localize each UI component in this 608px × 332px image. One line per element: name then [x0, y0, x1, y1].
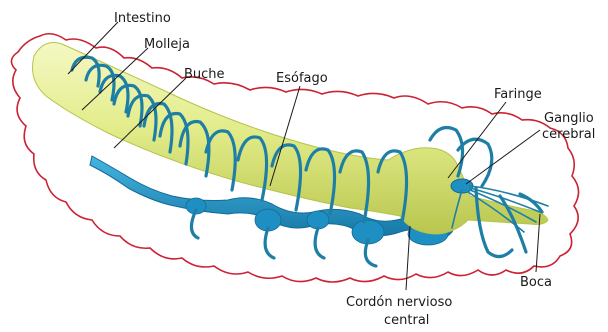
label-cordon-line1: Cordón nervioso	[346, 295, 452, 310]
label-boca: Boca	[520, 275, 552, 290]
label-ganglio-line2: cerebral	[542, 127, 595, 142]
label-cordon-line2: central	[384, 313, 429, 328]
label-ganglio-line1: Ganglio	[544, 111, 594, 126]
label-esofago: Esófago	[276, 71, 328, 86]
label-faringe: Faringe	[494, 87, 542, 102]
label-intestino: Intestino	[114, 11, 171, 26]
label-buche: Buche	[184, 67, 225, 82]
label-molleja: Molleja	[144, 37, 190, 52]
